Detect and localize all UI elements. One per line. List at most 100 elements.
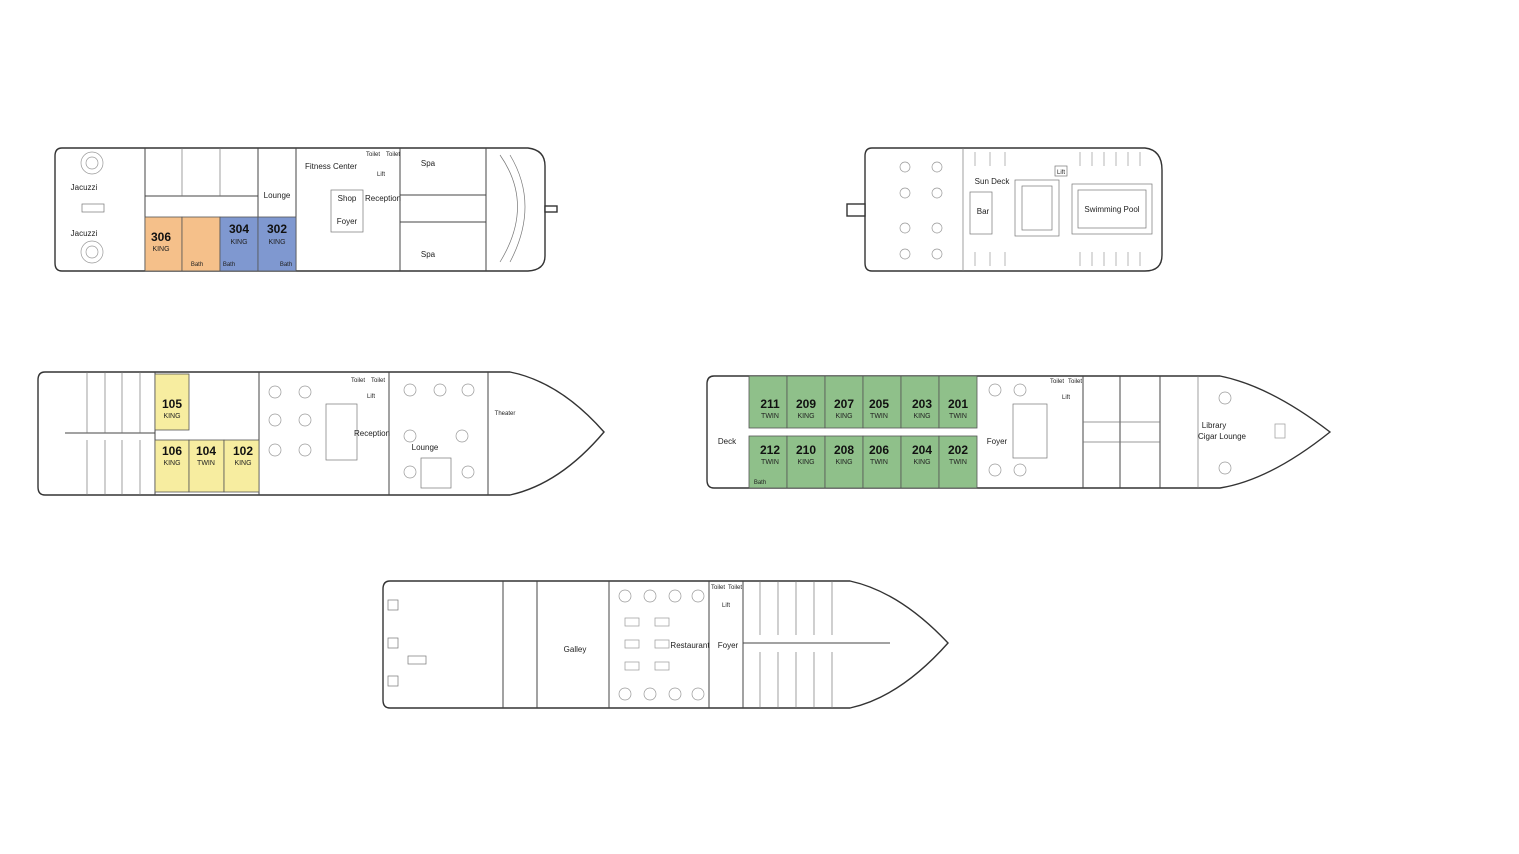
cabin-num: 202: [948, 443, 968, 457]
cabin-type: TWIN: [949, 459, 967, 466]
cabin-105[interactable]: [154, 373, 190, 431]
lift-label: Lift: [1057, 170, 1065, 176]
cabin-num: 208: [834, 443, 854, 457]
toilet-label: Toilet: [711, 585, 725, 591]
cabin-type: KING: [835, 459, 852, 466]
sun-lounger-tables: [899, 152, 1141, 266]
cabin-type: TWIN: [761, 459, 779, 466]
cabin-type: KING: [268, 239, 285, 246]
cabin-type: KING: [913, 459, 930, 466]
cabin-306[interactable]: [144, 216, 183, 272]
toilet-label: Toilet: [371, 378, 385, 384]
lounge-label: Lounge: [264, 191, 291, 200]
cabin-type: KING: [797, 459, 814, 466]
lounge-tables: [268, 383, 475, 479]
foyer-label: Foyer: [337, 217, 358, 226]
cabin-type: KING: [835, 413, 852, 420]
cabin-type: TWIN: [949, 413, 967, 420]
reception-label: Reception: [354, 429, 390, 438]
sun-deck-label: Sun Deck: [975, 177, 1011, 186]
lift-label: Lift: [1062, 395, 1070, 401]
cabin-104[interactable]: [188, 439, 225, 493]
cigar-lounge-label: Cigar Lounge: [1198, 432, 1247, 441]
cabin-num: 207: [834, 397, 854, 411]
lift-label: Lift: [722, 603, 730, 609]
spa-label: Spa: [421, 159, 436, 168]
cabin-num: 205: [869, 397, 889, 411]
lounge-label: Lounge: [412, 443, 439, 452]
cabin-205[interactable]: [862, 375, 902, 429]
lower-deck-plan: Galley Restaurant Foyer Toilet Toilet Li…: [382, 580, 949, 709]
toilet-label: Toilet: [728, 585, 742, 591]
fitness-center-label: Fitness Center: [305, 162, 357, 171]
lift-label: Lift: [367, 394, 375, 400]
cabin-num: 206: [869, 443, 889, 457]
cabin-num: 209: [796, 397, 816, 411]
cabin-type: TWIN: [761, 413, 779, 420]
cabin-type: KING: [913, 413, 930, 420]
swimming-pool-label: Swimming Pool: [1084, 205, 1139, 214]
cabin-num: 306: [151, 230, 171, 244]
cabin-304[interactable]: [219, 216, 259, 272]
cabin-102[interactable]: [223, 439, 260, 493]
bar-label: Bar: [977, 207, 990, 216]
cabin-num: 201: [948, 397, 968, 411]
bath-label: Bath: [280, 262, 292, 268]
cabin-num: 212: [760, 443, 780, 457]
cabin-204[interactable]: [900, 435, 940, 489]
cabin-num: 304: [229, 222, 249, 236]
theater-label: Theater: [495, 411, 516, 417]
cabin-201[interactable]: [938, 375, 978, 429]
cabin-type: KING: [163, 413, 180, 420]
foyer-label: Foyer: [718, 641, 739, 650]
jacuzzi-label: Jacuzzi: [71, 229, 98, 238]
shop-label: Shop: [338, 194, 357, 203]
cabin-type: KING: [230, 239, 247, 246]
jacuzzi-label: Jacuzzi: [71, 183, 98, 192]
foyer-label: Foyer: [987, 437, 1008, 446]
foyer-furniture: [988, 383, 1286, 477]
bath-label: Bath: [223, 262, 235, 268]
cabin-type: KING: [234, 460, 251, 467]
restaurant-label: Restaurant: [670, 641, 710, 650]
cabin-num: 302: [267, 222, 287, 236]
cabin-type: KING: [797, 413, 814, 420]
toilet-label: Toilet: [386, 152, 400, 158]
galley-label: Galley: [564, 645, 587, 654]
deck-2-plan: 211 TWIN 209 KING 207 KING 205 TWIN 203 …: [706, 375, 1332, 489]
deck-1-plan: 105 KING 106 KING 104 TWIN 102 KING Rece…: [37, 371, 605, 496]
deck-3-plan: 306 KING 304 KING 302 KING Bath Bath Bat…: [54, 147, 558, 272]
toilet-label: Toilet: [1050, 379, 1064, 385]
bath-label: Bath: [754, 480, 766, 486]
bath-label: Bath: [191, 262, 203, 268]
cabin-type: TWIN: [197, 460, 215, 467]
library-label: Library: [1202, 421, 1226, 430]
cabin-num: 104: [196, 444, 216, 458]
cabin-num: 105: [162, 397, 182, 411]
cabin-type: KING: [152, 246, 169, 253]
cabin-202[interactable]: [938, 435, 978, 489]
spa-label: Spa: [421, 250, 436, 259]
cabin-num: 203: [912, 397, 932, 411]
cabin-num: 210: [796, 443, 816, 457]
reception-label: Reception: [365, 194, 401, 203]
restaurant-tables: [618, 589, 705, 701]
cabin-num: 204: [912, 443, 932, 457]
cabin-302[interactable]: [257, 216, 297, 272]
cabin-106[interactable]: [154, 439, 190, 493]
cabin-type: KING: [163, 460, 180, 467]
cabin-num: 102: [233, 444, 253, 458]
sun-deck-plan: Sun Deck Bar Swimming Pool Lift: [846, 147, 1163, 272]
toilet-label: Toilet: [366, 152, 380, 158]
lift-label: Lift: [377, 172, 385, 178]
cabin-211[interactable]: [748, 375, 788, 429]
toilet-label: Toilet: [1068, 379, 1082, 385]
cabin-209[interactable]: [786, 375, 826, 429]
deck-label: Deck: [718, 437, 737, 446]
cabin-num: 106: [162, 444, 182, 458]
cabin-210[interactable]: [786, 435, 826, 489]
cabin-num: 211: [760, 397, 780, 411]
cabin-212[interactable]: [748, 435, 788, 489]
cabin-206[interactable]: [862, 435, 902, 489]
